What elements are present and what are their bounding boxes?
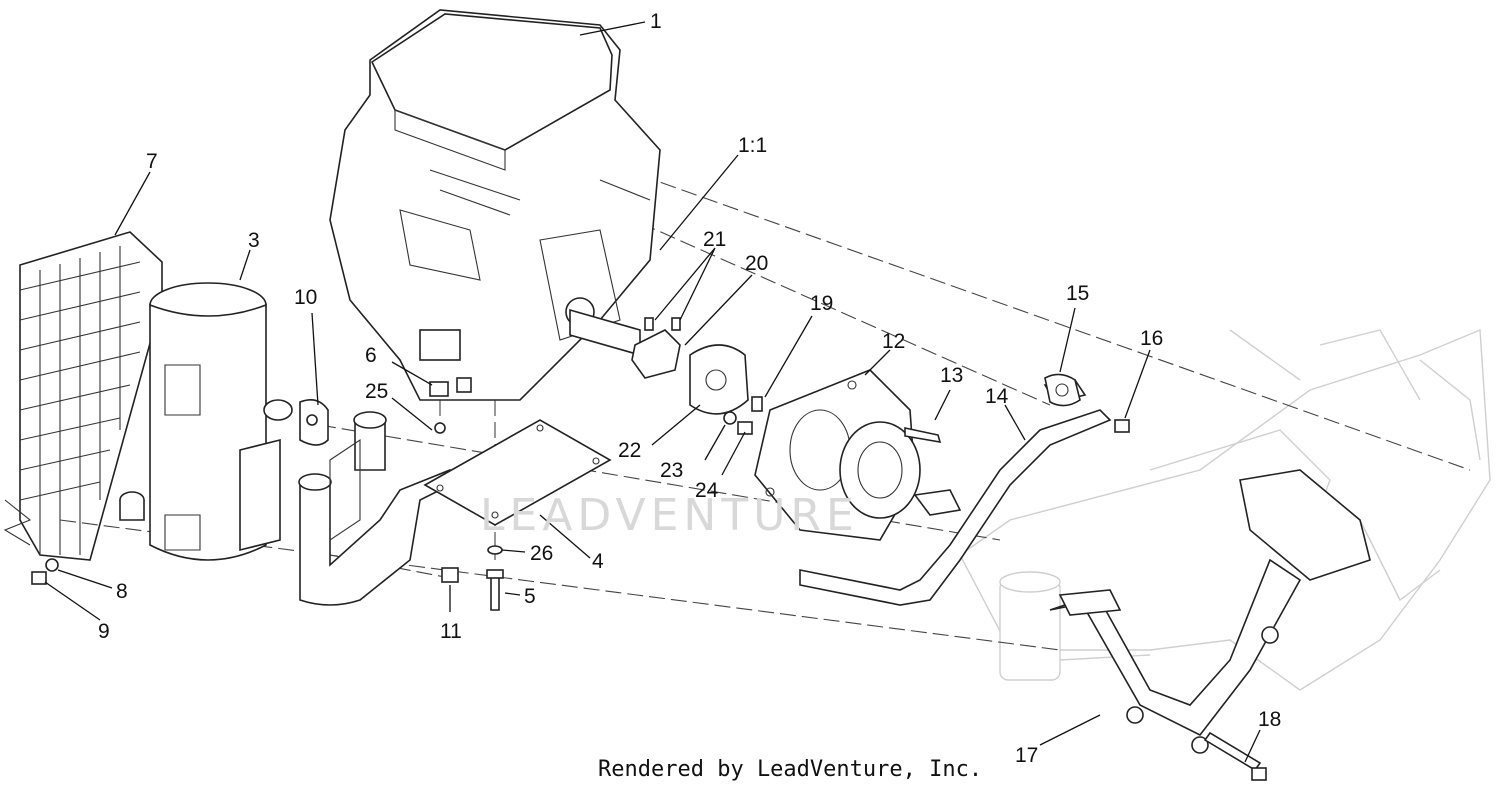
- mounting-plate: [423, 419, 612, 526]
- callout-9: 9: [98, 620, 110, 643]
- callout-4: 4: [592, 550, 604, 573]
- callout-12: 12: [882, 330, 905, 353]
- callout-1: 1: [650, 10, 662, 33]
- callout-1-1: 1:1: [738, 134, 767, 157]
- callout-3: 3: [248, 229, 260, 252]
- callout-22: 22: [618, 439, 641, 462]
- callout-6: 6: [365, 344, 377, 367]
- exhaust-bracket: [298, 411, 462, 606]
- callout-19: 19: [810, 292, 833, 315]
- callout-18: 18: [1258, 708, 1281, 731]
- bolt-18: [1203, 731, 1267, 781]
- exhaust-clamp: [299, 399, 329, 446]
- callout-20: 20: [745, 252, 768, 275]
- callout-7: 7: [146, 150, 158, 173]
- callout-21: 21: [703, 228, 726, 251]
- callout-26: 26: [530, 542, 553, 565]
- mower-frame-outline: [959, 328, 1491, 691]
- engine-assembly: [329, 9, 661, 401]
- rear-bracket: [1049, 469, 1371, 754]
- callout-5: 5: [524, 585, 536, 608]
- callout-23: 23: [660, 459, 683, 482]
- muffler: [119, 282, 293, 561]
- callout-16: 16: [1140, 327, 1163, 350]
- leader-lines: [44, 21, 1261, 763]
- callout-25: 25: [365, 380, 388, 403]
- callout-13: 13: [940, 364, 963, 387]
- watermark-text: LEADVENTURE: [480, 490, 859, 541]
- drive-coupler: [631, 317, 763, 435]
- callout-8: 8: [116, 580, 128, 603]
- callout-15: 15: [1066, 282, 1089, 305]
- callout-10: 10: [294, 286, 317, 309]
- adapter-housing: [754, 369, 942, 541]
- callout-17: 17: [1015, 744, 1038, 767]
- credit-text: Rendered by LeadVenture, Inc.: [598, 757, 982, 782]
- exhaust-gasket: [1044, 373, 1130, 433]
- wire-guard: [3, 231, 163, 561]
- callout-24: 24: [695, 479, 719, 502]
- callout-14: 14: [985, 385, 1009, 408]
- callout-labels: 1 1:1 3 4 5 6 7 8 9 10 11 12 13 14 15 16…: [98, 10, 1281, 767]
- callout-11: 11: [440, 620, 462, 643]
- hardware: [31, 377, 504, 611]
